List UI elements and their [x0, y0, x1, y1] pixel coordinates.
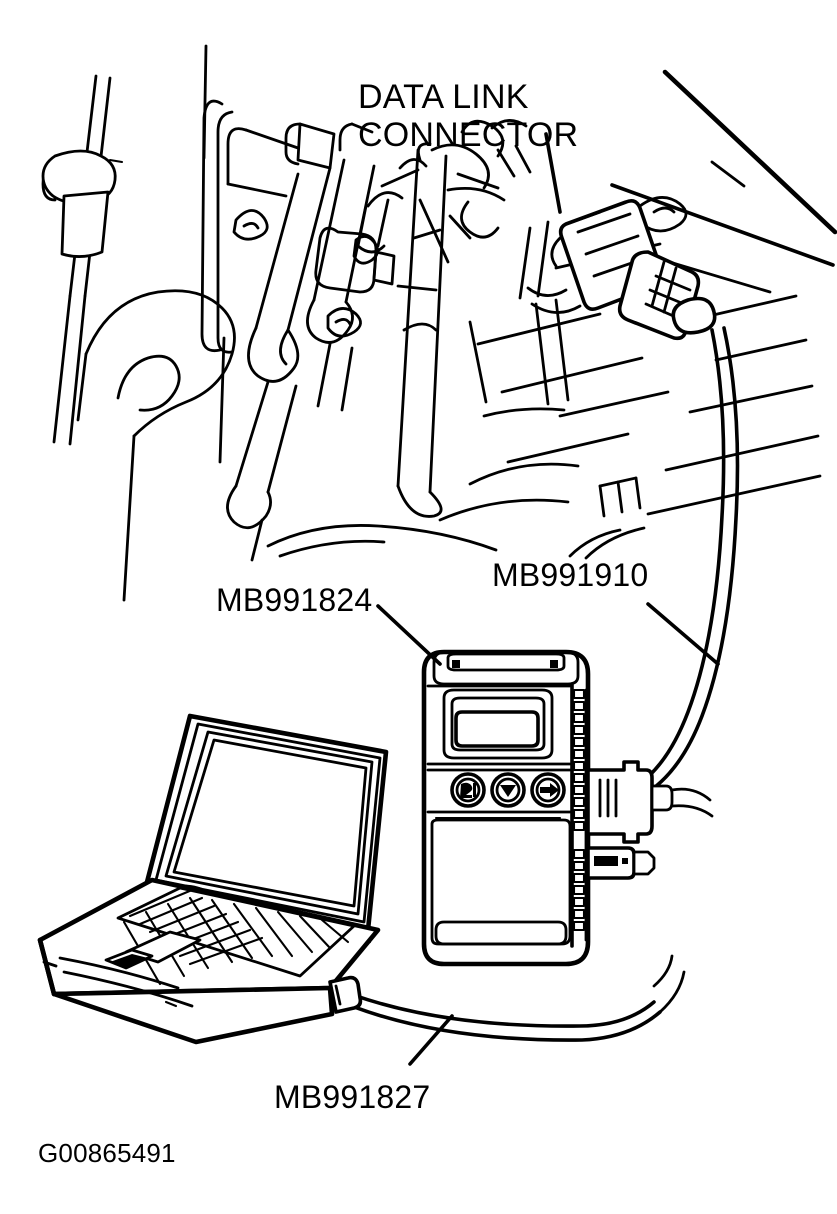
laptop-computer: [37, 713, 389, 1045]
figure-id-label: G00865491: [38, 1138, 176, 1168]
data-link-connector: [518, 199, 717, 341]
scan-tool-mb991824: [421, 649, 714, 967]
label-mb991827: MB991827: [274, 1079, 431, 1115]
label-mb991910: MB991910: [492, 557, 649, 593]
pedal-assembly: [226, 122, 396, 562]
steering-column: [396, 148, 450, 518]
side-grip-ribs: [570, 682, 588, 948]
vehicle-under-dash-scene: [41, 44, 837, 602]
cable-mb991827: [328, 954, 686, 1042]
kick-panel-contour: [76, 289, 236, 602]
hood-release-rod: [41, 74, 124, 446]
port-upper-d-sub: [586, 760, 714, 844]
side-panel-blocks: [468, 160, 746, 418]
button-center: [490, 772, 526, 808]
leader-line-mb991910: [646, 602, 720, 666]
label-mb991824: MB991824: [216, 582, 373, 618]
leader-line-data-link-connector: [544, 132, 562, 214]
wiring-harness: [356, 119, 532, 254]
left-trim-panel: [200, 44, 300, 464]
leader-line-mb991827: [408, 1014, 454, 1066]
label-data-link-connector-line1: DATA LINK: [358, 78, 529, 116]
trackpad: [104, 930, 202, 970]
label-data-link-connector-line2: CONNECTOR: [358, 116, 579, 155]
lcd-display: [454, 710, 540, 748]
port-lower-usb: [586, 846, 656, 880]
scan-tool-buttons: [450, 772, 566, 808]
button-left: [450, 772, 486, 808]
button-right: [530, 772, 566, 808]
laptop-port: [328, 975, 363, 1014]
leader-line-mb991824: [376, 604, 442, 666]
